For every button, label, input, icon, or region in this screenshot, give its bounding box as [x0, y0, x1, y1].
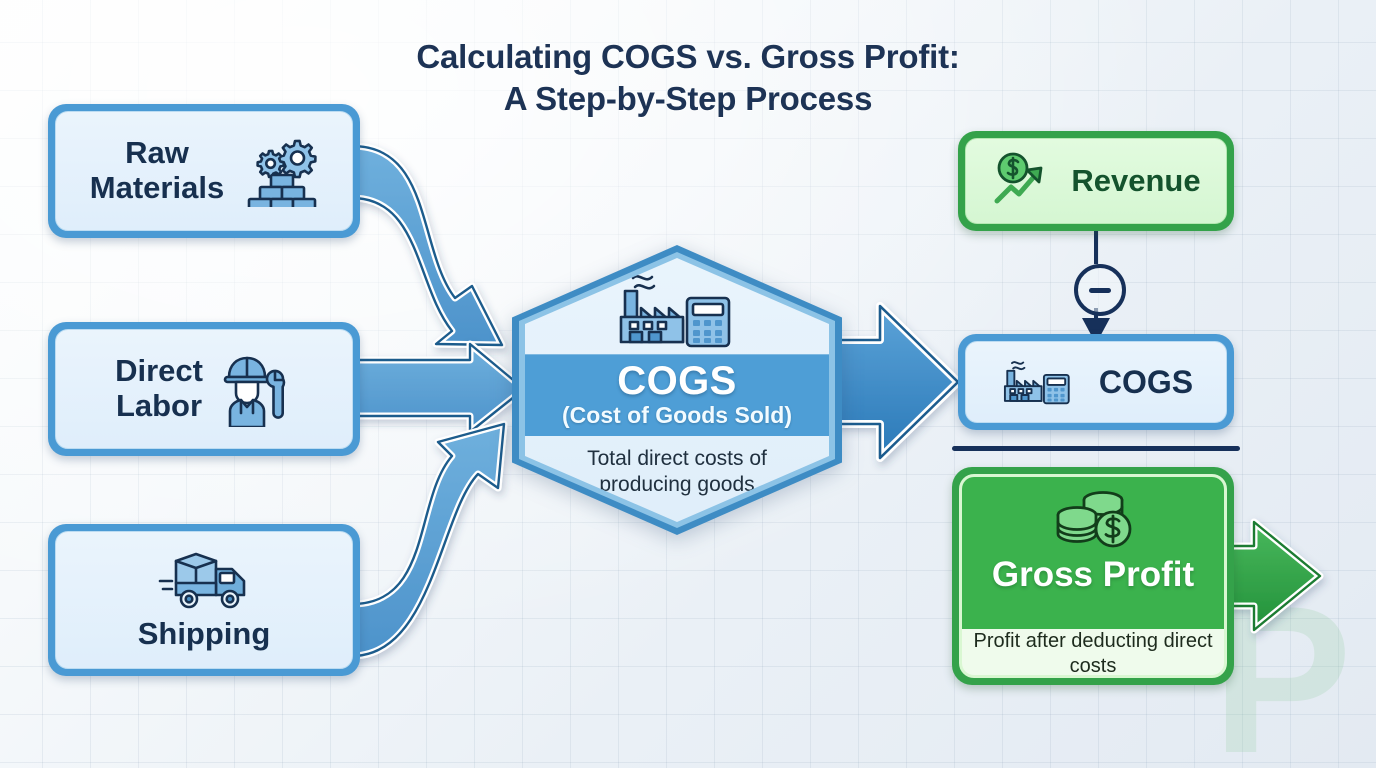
revenue-card[interactable]: Revenue: [958, 131, 1234, 231]
gears-bricks-icon: [238, 135, 318, 207]
dollar-growth-arrow-icon: [991, 151, 1057, 211]
cogs-description: Total direct costs of producing goods: [587, 447, 767, 497]
minus-operator-icon: [1074, 264, 1126, 316]
input-card-direct-labor[interactable]: Direct Labor: [48, 322, 360, 456]
cogs-hexagon-card[interactable]: COGS (Cost of Goods Sold) Total direct c…: [512, 245, 842, 535]
cogs-subtitle: (Cost of Goods Sold): [562, 402, 792, 429]
factory-calculator-icon: [999, 354, 1077, 410]
gross-profit-description: Profit after deducting direct costs: [973, 630, 1213, 677]
revenue-label: Revenue: [1071, 163, 1201, 198]
page-title: Calculating COGS vs. Gross Profit: A Ste…: [0, 36, 1376, 120]
arrow-raw-materials-to-cogs: [348, 142, 506, 349]
factory-calculator-icon: [525, 264, 829, 356]
gross-profit-title: Gross Profit: [991, 555, 1195, 594]
arrow-direct-labor-to-cogs: [348, 340, 528, 436]
raw-materials-label: Raw Materials: [89, 135, 225, 205]
title-line-2: A Step-by-Step Process: [503, 80, 873, 118]
gross-profit-header: Gross Profit: [962, 477, 1224, 629]
equation-divider-line: [952, 446, 1240, 451]
cogs-right-label: COGS: [1098, 363, 1194, 400]
arrow-shipping-to-cogs: [348, 420, 508, 660]
coins-dollar-icon: [1047, 487, 1139, 551]
cogs-card-right[interactable]: COGS: [958, 334, 1234, 430]
shipping-label: Shipping: [137, 615, 271, 651]
cogs-title-band: COGS (Cost of Goods Sold): [525, 354, 829, 436]
input-card-raw-materials[interactable]: Raw Materials: [48, 104, 360, 238]
direct-labor-label: Direct Labor: [115, 353, 203, 423]
delivery-truck-icon: [156, 549, 252, 615]
input-card-shipping[interactable]: Shipping: [48, 524, 360, 676]
title-line-1: Calculating COGS vs. Gross Profit:: [416, 38, 960, 75]
cogs-title: COGS: [617, 359, 737, 404]
worker-wrench-icon: [217, 351, 293, 427]
gross-profit-card[interactable]: Gross Profit Profit after deducting dire…: [952, 467, 1234, 685]
hexagon-body: COGS (Cost of Goods Sold) Total direct c…: [525, 258, 829, 522]
